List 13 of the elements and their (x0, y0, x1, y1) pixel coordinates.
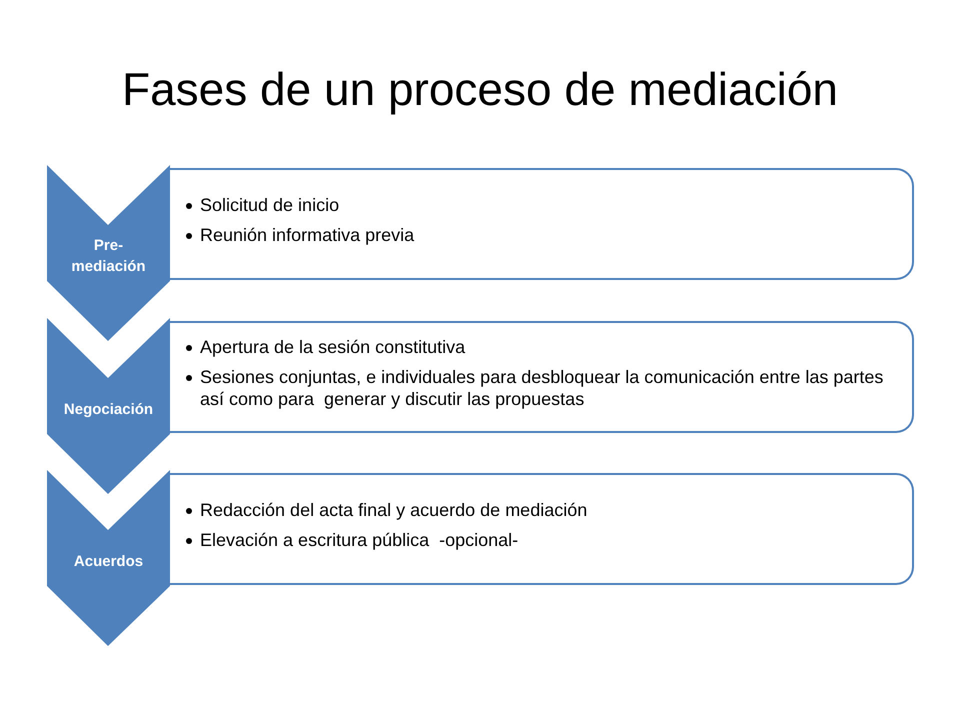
bullet-text: Redacción del acta final y acuerdo de mediación (200, 500, 588, 520)
content-panel (170, 473, 914, 585)
phase-label: Negociación (64, 400, 154, 420)
phase-label: Pre- mediación (70, 236, 147, 277)
title: Fases de un proceso de mediación (121, 62, 839, 116)
phase-label: Acuerdos (74, 552, 144, 572)
bullet-text: Elevación a escritura pública -opcional- (200, 530, 518, 550)
bullet-text: Reunión informativa previa (200, 225, 414, 245)
bullet-text: Sesiones conjuntas, e individuales para desbloquear la comunicación entre las partes así como para generar y discutir las propuestas (200, 367, 884, 409)
content-panel (170, 321, 914, 433)
bullet-text: Apertura de la sesión constitutiva (200, 337, 466, 357)
content-panel (170, 168, 914, 280)
bullet-text: Solicitud de inicio (200, 195, 340, 215)
